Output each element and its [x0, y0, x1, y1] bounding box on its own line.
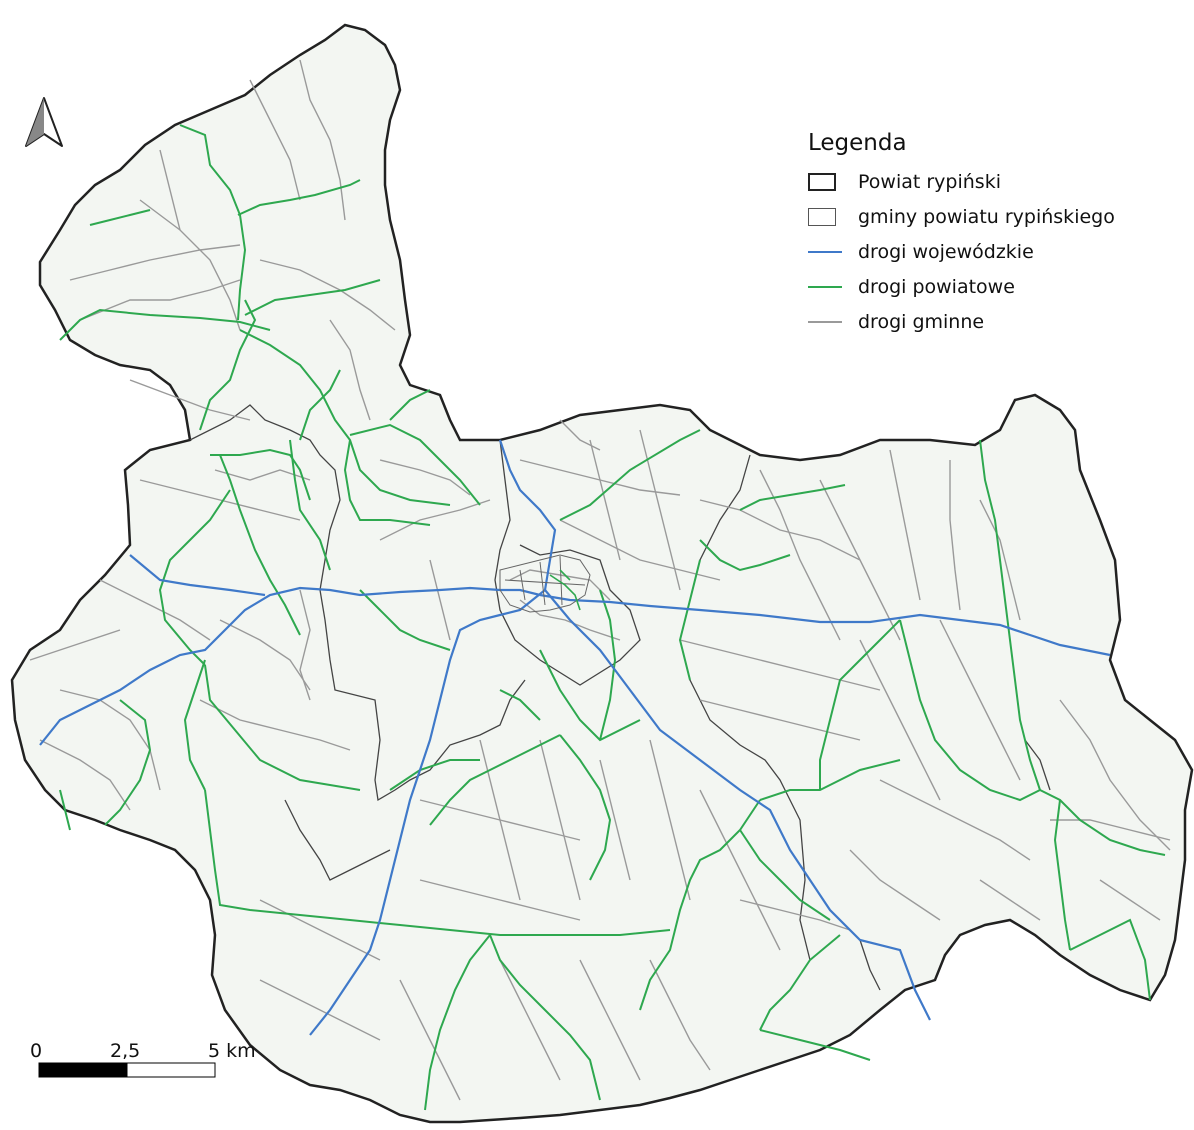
drogi-powiatowe	[59, 124, 1166, 1111]
legend-label: Powiat rypiński	[858, 170, 1001, 193]
gmina-boundaries	[189, 404, 1051, 991]
legend-item-powiat: Powiat rypiński	[808, 164, 1115, 199]
legend: Legenda Powiat rypiński gminy powiatu ry…	[808, 130, 1115, 339]
town-center	[499, 554, 591, 613]
legend-item-gminy: gminy powiatu rypińskiego	[808, 199, 1115, 234]
scale-bar	[38, 1062, 216, 1078]
legend-label: drogi powiatowe	[858, 275, 1015, 298]
legend-item-wojewodzkie: drogi wojewódzkie	[808, 234, 1115, 269]
powiatowe-symbol	[808, 285, 842, 288]
scale-label-2-5: 2,5	[110, 1040, 141, 1062]
legend-title: Legenda	[808, 130, 907, 156]
scale-labels: 0 2,5 5 km	[30, 1040, 270, 1064]
gminne-symbol	[808, 320, 842, 323]
legend-label: gminy powiatu rypińskiego	[858, 205, 1115, 228]
legend-item-powiatowe: drogi powiatowe	[808, 269, 1115, 304]
legend-item-gminne: drogi gminne	[808, 304, 1115, 339]
scale-label-0: 0	[30, 1040, 43, 1062]
scale-label-5km: 5 km	[208, 1040, 256, 1062]
legend-label: drogi gminne	[858, 310, 985, 333]
town-roads	[549, 569, 581, 611]
drogi-wojewodzkie	[39, 439, 1111, 1036]
north-arrow	[22, 96, 66, 156]
powiat-boundary	[10, 23, 1194, 1124]
north-arrow-icon	[25, 97, 63, 147]
legend-label: drogi wojewódzkie	[858, 240, 1034, 263]
wojewodzkie-symbol	[808, 250, 842, 253]
gmina-symbol	[808, 207, 836, 226]
powiat-symbol	[808, 172, 836, 191]
